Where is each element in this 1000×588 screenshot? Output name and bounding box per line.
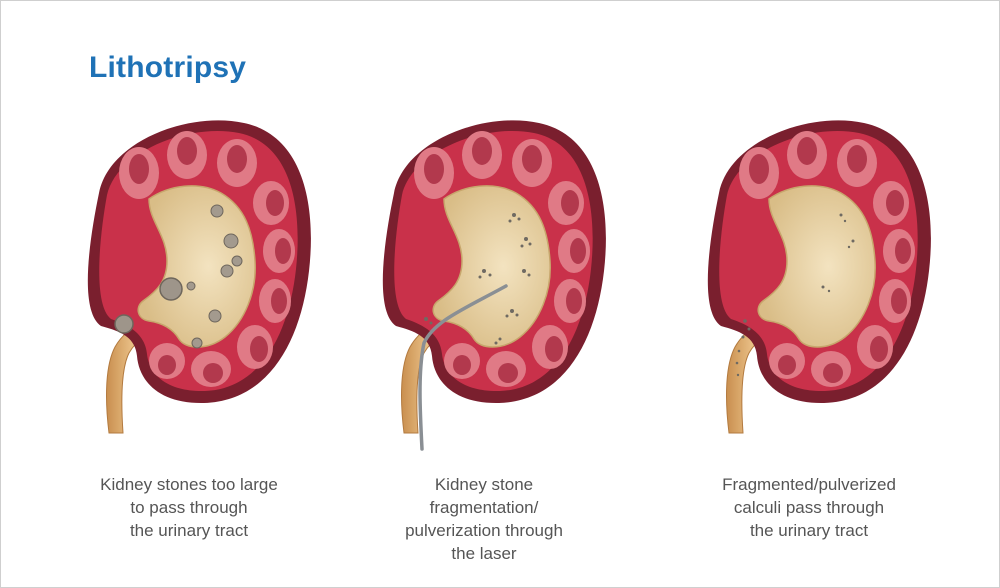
- calculi-fragments: [735, 213, 855, 377]
- caption-line: the urinary tract: [749, 521, 869, 540]
- stone: [159, 277, 183, 301]
- caption-line: fragmentation/: [429, 498, 539, 517]
- large-stones: [114, 204, 243, 349]
- panel-large-stones: Kidney stones too large to pass through …: [39, 111, 339, 571]
- caption-line: the laser: [451, 544, 517, 563]
- stone: [223, 233, 239, 249]
- kidney-shape: [87, 119, 312, 434]
- caption-line: Fragmented/pulverized: [722, 475, 896, 494]
- kidney-illustration-2: [382, 119, 607, 451]
- stone-fragments: [424, 213, 532, 345]
- stone: [210, 204, 224, 218]
- kidney-illustration-3: [707, 119, 932, 434]
- caption-line: Kidney stones too large: [100, 475, 278, 494]
- stone: [114, 314, 134, 334]
- stone: [191, 337, 203, 349]
- caption-line: calculi pass through: [733, 498, 885, 517]
- kidney-shape: [707, 119, 932, 434]
- panel-fragments-pass: Fragmented/pulverized calculi pass throu…: [659, 111, 959, 571]
- kidney-shape: [382, 119, 607, 434]
- stone: [208, 309, 222, 323]
- stone: [186, 281, 196, 291]
- kidney-illustration-1: [87, 119, 312, 434]
- caption-1: Kidney stones too large to pass through …: [39, 473, 339, 542]
- caption-3: Fragmented/pulverized calculi pass throu…: [659, 473, 959, 542]
- panel-laser-fragmentation: Kidney stone fragmentation/ pulverizatio…: [334, 111, 634, 571]
- caption-2: Kidney stone fragmentation/ pulverizatio…: [334, 473, 634, 565]
- laser-fiber: [418, 284, 508, 451]
- caption-line: the urinary tract: [129, 521, 249, 540]
- stone: [220, 264, 234, 278]
- caption-line: Kidney stone: [434, 475, 534, 494]
- caption-line: to pass through: [130, 498, 248, 517]
- caption-line: pulverization through: [405, 521, 563, 540]
- stone: [231, 255, 243, 267]
- page-title: Lithotripsy: [89, 51, 247, 84]
